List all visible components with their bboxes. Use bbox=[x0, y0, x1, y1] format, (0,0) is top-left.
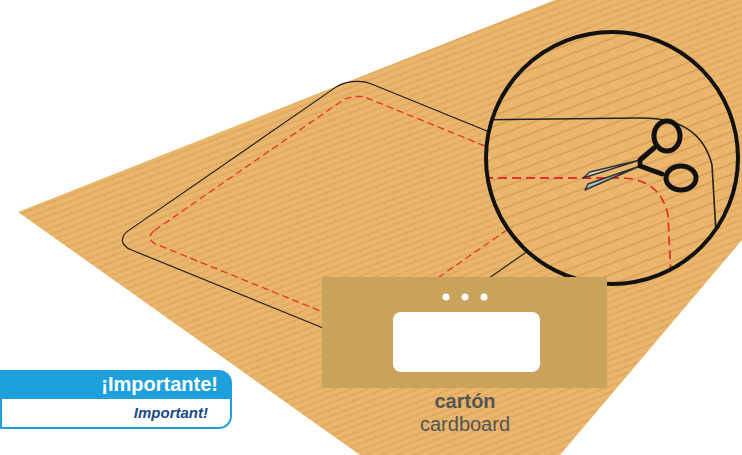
magnified-view bbox=[470, 25, 742, 300]
magnifier-ring bbox=[486, 32, 738, 284]
material-label: cartón bbox=[434, 390, 495, 412]
note-tag: ¡Importante!Important! bbox=[0, 370, 232, 429]
tag-heading: ¡Importante! bbox=[0, 370, 232, 399]
cardboard-piece bbox=[322, 277, 607, 388]
material-translation: cardboard bbox=[420, 413, 510, 435]
tag-body: Important! bbox=[0, 399, 232, 429]
scissors-icon bbox=[583, 121, 696, 190]
